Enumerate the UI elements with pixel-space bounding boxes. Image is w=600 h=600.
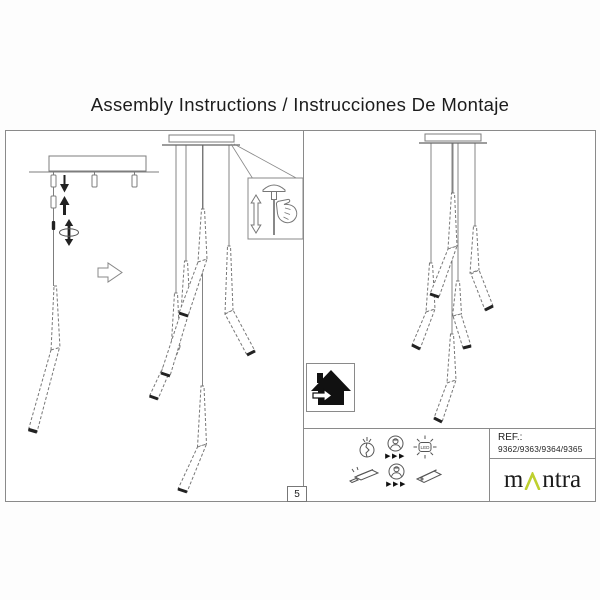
pendant-tubes	[148, 208, 256, 493]
canopy-plate	[424, 133, 482, 142]
canopy-plate	[48, 155, 147, 172]
replacement-driver-icon	[415, 468, 442, 483]
sequence-arrows: ▶▶▶	[385, 452, 406, 460]
height-adjust-detail-inset	[247, 177, 304, 240]
ref-divider	[489, 428, 490, 501]
safety-icons: ▶▶▶ LED	[344, 434, 449, 488]
up-down-arrow-icon	[250, 194, 262, 234]
tube-tips	[411, 292, 494, 424]
sequence: ▶▶▶	[385, 435, 406, 460]
exploded-view-diagram	[27, 155, 159, 434]
cable-grip	[91, 174, 98, 188]
led-light-icon: LED	[413, 435, 437, 459]
sequence: ▶▶▶	[386, 463, 407, 488]
indoor-use-icon	[306, 363, 355, 412]
safety-row-driver: ▶▶▶	[344, 463, 449, 488]
pendant-tubes	[411, 192, 494, 423]
brand-prefix: m	[503, 466, 524, 493]
broken-lamp-icon	[359, 437, 375, 458]
sequence-arrows: ▶▶▶	[386, 481, 407, 488]
ref-box: REF.: 9362/9363/9364/9365	[490, 429, 594, 458]
cable-grip	[50, 174, 57, 188]
hand-icon	[275, 198, 298, 224]
page-number-box: 5	[287, 486, 307, 502]
qualified-person-icon	[387, 435, 404, 451]
final-installation-diagram	[411, 133, 494, 424]
tube-tips	[149, 311, 256, 494]
cable-grip-detached	[50, 195, 57, 209]
ref-label: REF.:	[498, 432, 523, 443]
cable-grip	[131, 174, 138, 188]
arrow-up-icon	[59, 196, 70, 215]
safety-row-lamp: ▶▶▶ LED	[344, 434, 449, 460]
damaged-driver-icon	[349, 466, 380, 483]
brand-suffix: ntra	[542, 466, 582, 493]
arrow-down-icon	[60, 175, 69, 193]
pendant-tube	[27, 285, 61, 433]
logo-divider	[490, 458, 595, 459]
page-title: Assembly Instructions / Instrucciones De…	[90, 94, 510, 115]
cord-grip-dome	[262, 184, 286, 192]
assembled-view-diagram	[148, 134, 304, 494]
panel-divider	[303, 131, 304, 501]
content-frame: ▶▶▶ LED	[5, 130, 596, 502]
next-step-arrow-icon	[97, 262, 123, 283]
suspension-cables	[430, 143, 476, 334]
brand-caret-icon	[524, 471, 541, 490]
arrow-into-house-icon	[312, 388, 333, 403]
cable-connector	[51, 221, 56, 230]
footer-divider	[303, 428, 595, 429]
tube-tip	[28, 427, 38, 434]
canopy-plate	[168, 134, 235, 143]
adjust-rotate-icon	[59, 219, 79, 246]
qualified-person-icon	[388, 463, 405, 480]
ref-value: 9362/9363/9364/9365	[498, 444, 583, 454]
brand-logo: m ntra	[490, 459, 595, 501]
page-number: 5	[294, 488, 300, 500]
svg-text:LED: LED	[420, 445, 430, 450]
